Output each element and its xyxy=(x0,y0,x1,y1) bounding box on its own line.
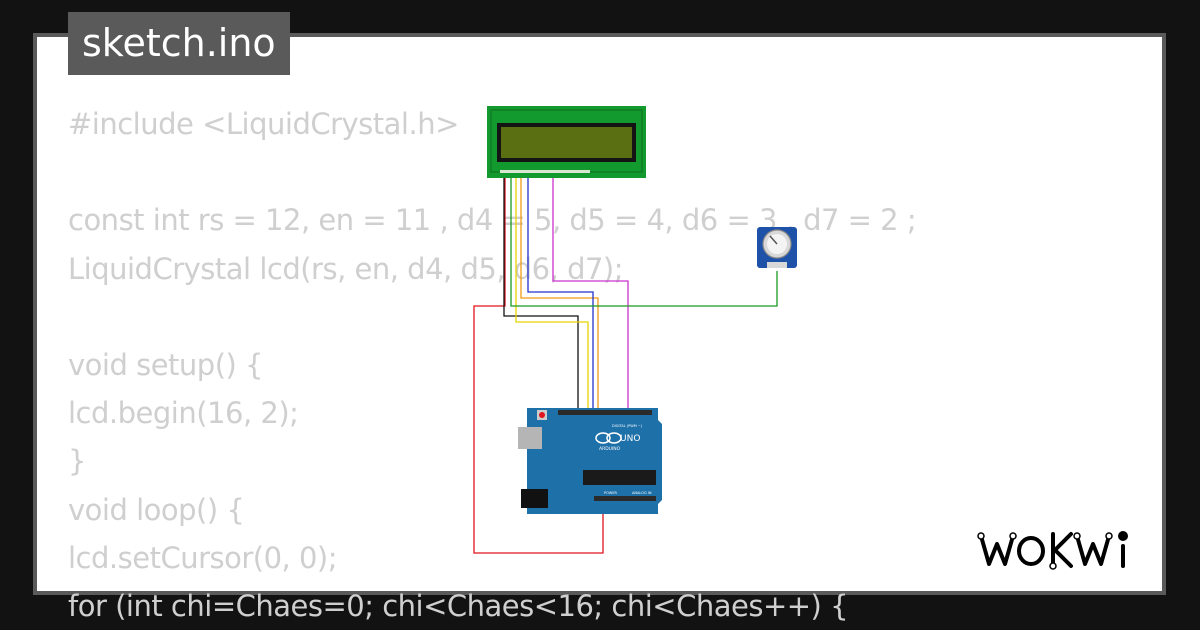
lcd-pins xyxy=(500,170,590,173)
digital-label: DIGITAL (PWM ~) xyxy=(612,424,643,428)
wire-magenta xyxy=(552,178,629,410)
sketch-title: sketch.ino xyxy=(68,12,290,75)
code-line: for (int chi=Chaes=0; chi<Chaes<16; chi<… xyxy=(68,588,849,623)
pot-pins xyxy=(767,262,787,268)
arduino-model: UNO xyxy=(620,434,640,444)
arduino-board xyxy=(527,408,662,514)
arduino-logo-left xyxy=(595,432,611,444)
wire-green xyxy=(510,178,778,307)
wire-black xyxy=(503,178,579,410)
wokwi-logo-icon xyxy=(977,531,1128,570)
arduino-brand: ARDUINO xyxy=(599,446,621,452)
reset-button xyxy=(539,412,545,418)
code-line: void setup() { xyxy=(68,347,264,382)
code-line: lcd.begin(16, 2); xyxy=(68,396,299,431)
atmega-chip xyxy=(583,470,656,485)
wire-red xyxy=(473,178,604,554)
lcd-screen xyxy=(501,127,632,158)
code-line: #include <LiquidCrystal.h> xyxy=(68,107,459,141)
wire-blue xyxy=(527,178,594,410)
lcd-display[interactable] xyxy=(487,106,646,178)
potentiometer[interactable] xyxy=(757,227,797,268)
arduino-uno[interactable]: UNO ARDUINO DIGITAL (PWM ~) POWER ANALOG… xyxy=(518,408,662,514)
code-line: } xyxy=(68,444,86,479)
power-label: POWER xyxy=(604,491,618,495)
wire-yellow xyxy=(515,178,589,410)
arduino-logo-right xyxy=(606,432,622,444)
usb-port xyxy=(518,427,542,449)
power-jack xyxy=(521,489,548,508)
code-preview: #include <LiquidCrystal.h>const int rs =… xyxy=(68,100,917,630)
code-line: lcd.setCursor(0, 0); xyxy=(68,540,338,575)
wokwi-logo xyxy=(975,522,1151,576)
wire-orange xyxy=(520,178,599,410)
wires xyxy=(473,178,778,554)
analog-header xyxy=(594,496,656,501)
digital-header xyxy=(558,410,652,415)
pot-pointer xyxy=(769,235,778,245)
analog-label: ANALOG IN xyxy=(632,491,652,495)
code-line: void loop() { xyxy=(68,492,245,527)
